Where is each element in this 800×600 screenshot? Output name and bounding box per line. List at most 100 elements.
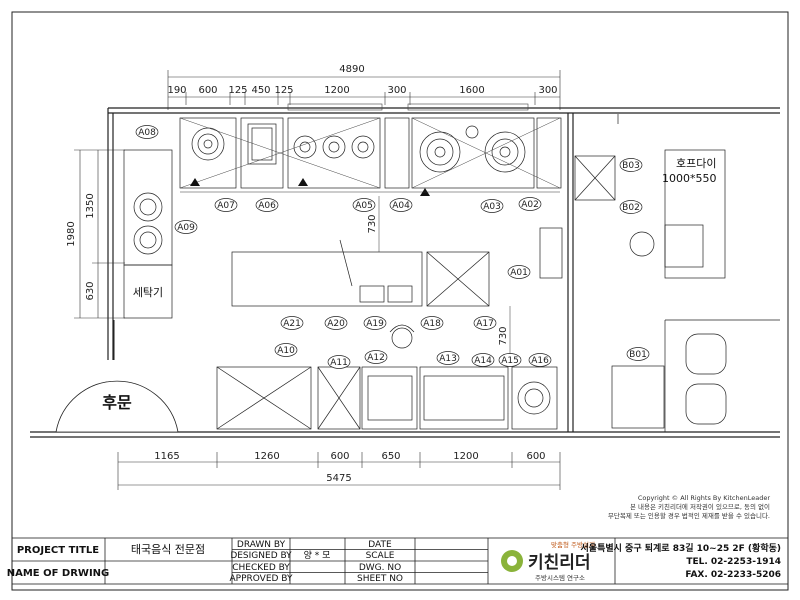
dim-bottom-2: 1260 <box>254 451 279 462</box>
dim-bottom-1: 1165 <box>154 451 179 462</box>
copyright-line-1: Copyright © All Rights By KitchenLeader <box>638 494 771 502</box>
left-equipment <box>123 149 173 319</box>
staff-figures <box>389 324 415 349</box>
tag-bubble-a07 <box>214 198 238 212</box>
tag-bubble-a21 <box>280 316 304 330</box>
window-strip <box>287 103 529 111</box>
tag-bubble-a12 <box>364 350 388 364</box>
back-door-label: 후문 <box>102 393 132 412</box>
tag-bubble-a05 <box>352 198 376 212</box>
dim-top-4: 450 <box>251 85 270 96</box>
top-counter <box>179 117 562 189</box>
tag-label-b03: B03 <box>622 161 640 171</box>
logo-name: 키친리더 <box>528 553 591 573</box>
tag-bubble-a04 <box>389 198 413 212</box>
tag-label-b01: B01 <box>629 350 647 360</box>
tag-bubble-a10 <box>274 343 298 357</box>
dim-bottom-6: 600 <box>526 451 545 462</box>
tag-label-a01: A01 <box>510 268 528 278</box>
tag-label-a04: A04 <box>392 201 410 211</box>
tag-label-a03: A03 <box>483 202 501 212</box>
tag-label-b02: B02 <box>622 203 640 213</box>
washer-label: 세탁기 <box>133 286 163 299</box>
tag-bubble-a16 <box>528 353 552 367</box>
tag-label-a15: A15 <box>501 356 519 366</box>
tag-bubble-a20 <box>324 316 348 330</box>
dim-top-5: 125 <box>274 85 293 96</box>
company-logo <box>501 550 523 572</box>
designed-by-value: 양 * 모 <box>304 550 331 561</box>
tag-label-a07: A07 <box>217 201 235 211</box>
tag-label-a21: A21 <box>283 319 301 329</box>
designed-by-label: DESIGNED BY <box>230 551 292 561</box>
company-tel: TEL. 02-2253-1914 <box>686 557 781 567</box>
hood-die-label: 호프다이 <box>676 157 716 170</box>
dim-bottom-3: 600 <box>330 451 349 462</box>
right-equipment <box>539 114 780 432</box>
dim-total-bottom: 5475 <box>326 473 351 484</box>
tag-bubble-a03 <box>480 199 504 213</box>
sheet-no-label: SHEET NO <box>357 574 403 584</box>
copyright-line-2: 본 내용은 키친리더에 저작권이 있으므로, 동의 없이 <box>630 502 770 511</box>
tag-bubble-a09 <box>174 220 198 234</box>
dim-left-1350: 1350 <box>85 193 96 218</box>
top-dimensions <box>167 70 561 110</box>
drawing-name-label: NAME OF DRWING <box>7 568 110 579</box>
tag-bubble-a01 <box>507 265 531 279</box>
dim-left-1980: 1980 <box>66 221 77 246</box>
tag-label-a10: A10 <box>277 346 295 356</box>
tag-label-a16: A16 <box>531 356 549 366</box>
copyright-line-3: 무단복제 또는 인용할 경우 법적인 제재를 받을 수 있습니다. <box>608 511 770 520</box>
tag-label-a08: A08 <box>138 128 156 138</box>
dim-top-3: 125 <box>228 85 247 96</box>
tag-label-a11: A11 <box>330 358 348 368</box>
burner-a03 <box>419 125 526 173</box>
company-address: 서울특별시 중구 퇴계로 83길 10~25 2F (황학동) <box>581 542 781 554</box>
dim-bottom-4: 650 <box>381 451 400 462</box>
drawn-by-label: DRAWN BY <box>237 540 286 550</box>
tag-bubble-a17 <box>473 316 497 330</box>
project-title-label: PROJECT TITLE <box>17 545 99 556</box>
tag-label-a02: A02 <box>521 200 539 210</box>
tag-label-a14: A14 <box>474 356 492 366</box>
checked-by-label: CHECKED BY <box>232 563 290 573</box>
tag-bubble-a14 <box>471 353 495 367</box>
tag-label-a20: A20 <box>327 319 345 329</box>
bottom-dimensions <box>117 452 561 490</box>
dim-top-9: 300 <box>538 85 557 96</box>
tag-bubble-a18 <box>420 316 444 330</box>
tag-label-a09: A09 <box>177 223 195 233</box>
tag-bubble-a06 <box>255 198 279 212</box>
dim-left-630: 630 <box>85 281 96 300</box>
tag-bubble-a19 <box>363 316 387 330</box>
tag-bubble-a02 <box>518 197 542 211</box>
tag-bubble-a11 <box>327 355 351 369</box>
tag-label-a06: A06 <box>258 201 276 211</box>
tag-label-a18: A18 <box>423 319 441 329</box>
dim-bottom-5: 1200 <box>453 451 478 462</box>
tag-bubble-b03 <box>619 158 643 172</box>
date-label: DATE <box>368 540 392 550</box>
tag-bubble-b01 <box>626 347 650 361</box>
company-fax: FAX. 02-2233-5206 <box>685 570 781 580</box>
dim-730-a: 730 <box>367 214 378 233</box>
sheet-border <box>11 11 789 591</box>
dim-top-8: 1600 <box>459 85 484 96</box>
island-counter <box>231 239 490 307</box>
dwg-no-label: DWG. NO <box>359 563 401 573</box>
hood-lines <box>179 117 561 189</box>
logo-tag-bottom: 주방시스템 연구소 <box>535 573 585 582</box>
logo-tag-top: 맞춤형 주방설계 <box>551 540 595 549</box>
bottom-counter <box>216 366 558 430</box>
sink-a06 <box>247 123 277 165</box>
tag-label-a19: A19 <box>366 319 384 329</box>
project-title-value: 태국음식 전문점 <box>131 543 205 556</box>
back-door <box>55 320 179 433</box>
dim-total-top: 4890 <box>339 64 364 75</box>
tag-bubble-a13 <box>436 351 460 365</box>
burner-a07 <box>191 127 225 161</box>
dim-top-1: 190 <box>167 85 186 96</box>
gas-symbols <box>190 178 430 196</box>
